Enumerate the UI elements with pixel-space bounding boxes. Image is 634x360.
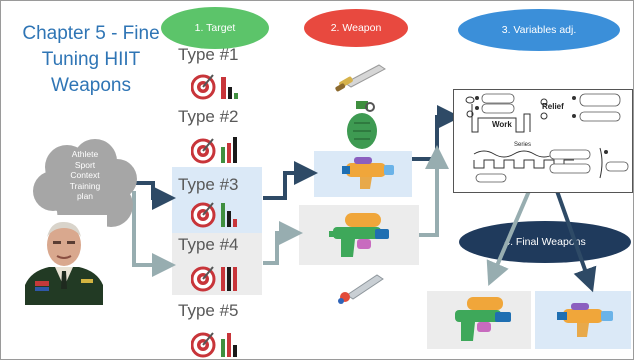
target-icon <box>191 202 216 228</box>
diagram-relief-label: Relief <box>542 102 564 111</box>
dagger-icon <box>338 274 384 304</box>
cloud-line-plan: plan <box>76 191 94 201</box>
cloud-line-training: Training <box>69 180 101 191</box>
type5-label: Type #5 <box>178 301 239 320</box>
target-icon <box>191 74 216 100</box>
athlete-portrait <box>21 215 107 305</box>
header-variables: 3. Variables adj. <box>458 9 620 51</box>
cloud-line-sport: Sport <box>74 159 96 170</box>
header-target-label: 1. Target <box>194 22 236 34</box>
final-water-pistol-icon <box>557 303 613 337</box>
type4-panel <box>172 233 262 295</box>
type3-icons <box>191 202 237 228</box>
type2-label: Type #2 <box>178 107 239 126</box>
diagram-work-label: Work <box>492 120 512 129</box>
water-pistol-icon <box>342 157 394 189</box>
type3-panel <box>172 167 262 233</box>
type4-icons <box>191 266 237 292</box>
cloud-line-context: Context <box>70 170 100 180</box>
sword-icon <box>335 64 386 92</box>
header-final-weapons: 4. Final Weapons <box>459 221 631 263</box>
target-icon <box>191 266 216 292</box>
header-weapon-label: 2. Weapon <box>330 22 382 34</box>
arrow-athlete-to-type3 <box>134 181 176 210</box>
arrow-type4-to-weapon-alt <box>263 221 303 265</box>
target-icon <box>191 332 216 358</box>
variables-diagram-drawing <box>465 93 629 183</box>
type5-icons <box>191 332 237 358</box>
header-target: 1. Target <box>161 7 269 49</box>
bar-chart-icon <box>221 137 237 163</box>
header-variables-label: 3. Variables adj. <box>501 24 577 36</box>
type3-label: Type #3 <box>178 175 239 194</box>
arrow-variables-to-final-2 <box>555 190 597 293</box>
cloud-line-athlete: Athlete <box>71 149 99 159</box>
bar-chart-icon <box>221 77 238 99</box>
arrow-type3-to-weapon <box>263 161 318 200</box>
bar-chart-icon <box>221 267 237 291</box>
bar-chart-icon <box>221 203 237 227</box>
target-icon <box>191 138 216 164</box>
arrow-weapon-to-variables <box>412 105 461 161</box>
type1-label: Type #1 <box>178 45 239 64</box>
cloud-text: Athlete Sport Context Training plan <box>55 149 115 202</box>
final-water-blaster-icon <box>455 297 511 341</box>
type4-label: Type #4 <box>178 235 239 254</box>
header-weapon: 2. Weapon <box>304 9 408 47</box>
type1-icons <box>191 74 238 100</box>
header-final-label: 4. Final Weapons <box>504 236 586 248</box>
variables-diagram: Work Relief Series <box>453 89 633 193</box>
water-blaster-icon <box>329 213 389 257</box>
arrow-weapon-alt-to-variables <box>419 145 449 237</box>
arrow-variables-to-final-1 <box>486 190 531 287</box>
arrow-athlete-to-type4 <box>132 191 176 277</box>
grenade-icon <box>347 101 377 149</box>
diagram-series-label: Series <box>514 142 532 148</box>
bar-chart-icon <box>221 333 237 357</box>
type2-icons <box>191 137 237 164</box>
slide-title: Chapter 5 - Fine Tuning HIIT Weapons <box>22 23 160 96</box>
